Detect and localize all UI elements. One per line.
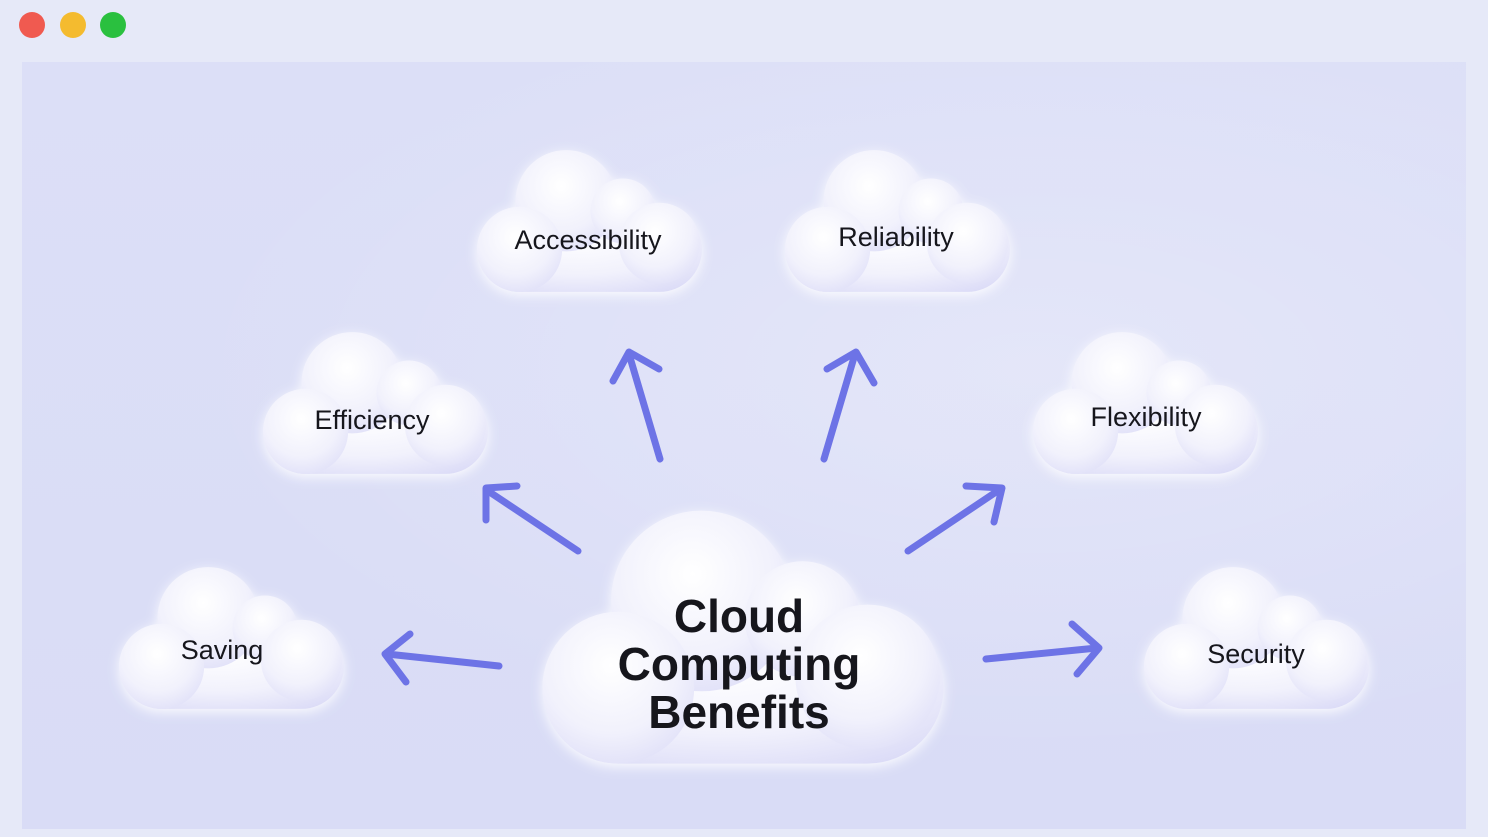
cloud-flexibility: Flexibility: [1033, 332, 1258, 474]
center-title-line-1: Cloud: [674, 590, 804, 642]
cloud-center: Cloud Computing Benefits: [542, 510, 944, 764]
cloud-benefits-diagram: Saving Efficiency Accessibility Reliabil…: [119, 150, 1369, 764]
arrow-to-flexibility: [904, 482, 1006, 555]
arrow-to-accessibility: [609, 348, 664, 463]
close-window-button[interactable]: [19, 12, 45, 38]
cloud-efficiency: Efficiency: [263, 332, 488, 474]
node-label-flexibility: Flexibility: [1090, 402, 1202, 432]
node-label-security: Security: [1207, 639, 1305, 669]
arrow-to-efficiency: [482, 482, 582, 555]
diagram-canvas: Saving Efficiency Accessibility Reliabil…: [22, 62, 1466, 829]
minimize-window-button[interactable]: [60, 12, 86, 38]
center-title-line-2: Computing: [618, 638, 861, 690]
node-label-reliability: Reliability: [838, 222, 954, 252]
node-label-saving: Saving: [181, 635, 264, 665]
maximize-window-button[interactable]: [100, 12, 126, 38]
cloud-accessibility: Accessibility: [477, 150, 702, 292]
cloud-saving: Saving: [119, 567, 344, 709]
arrow-to-reliability: [820, 348, 878, 463]
node-label-accessibility: Accessibility: [514, 225, 662, 255]
arrow-to-saving: [381, 630, 503, 686]
cloud-reliability: Reliability: [785, 150, 1010, 292]
cloud-security: Security: [1144, 567, 1369, 709]
arrow-to-security: [982, 620, 1103, 678]
node-label-efficiency: Efficiency: [314, 405, 430, 435]
center-title-line-3: Benefits: [648, 686, 829, 738]
